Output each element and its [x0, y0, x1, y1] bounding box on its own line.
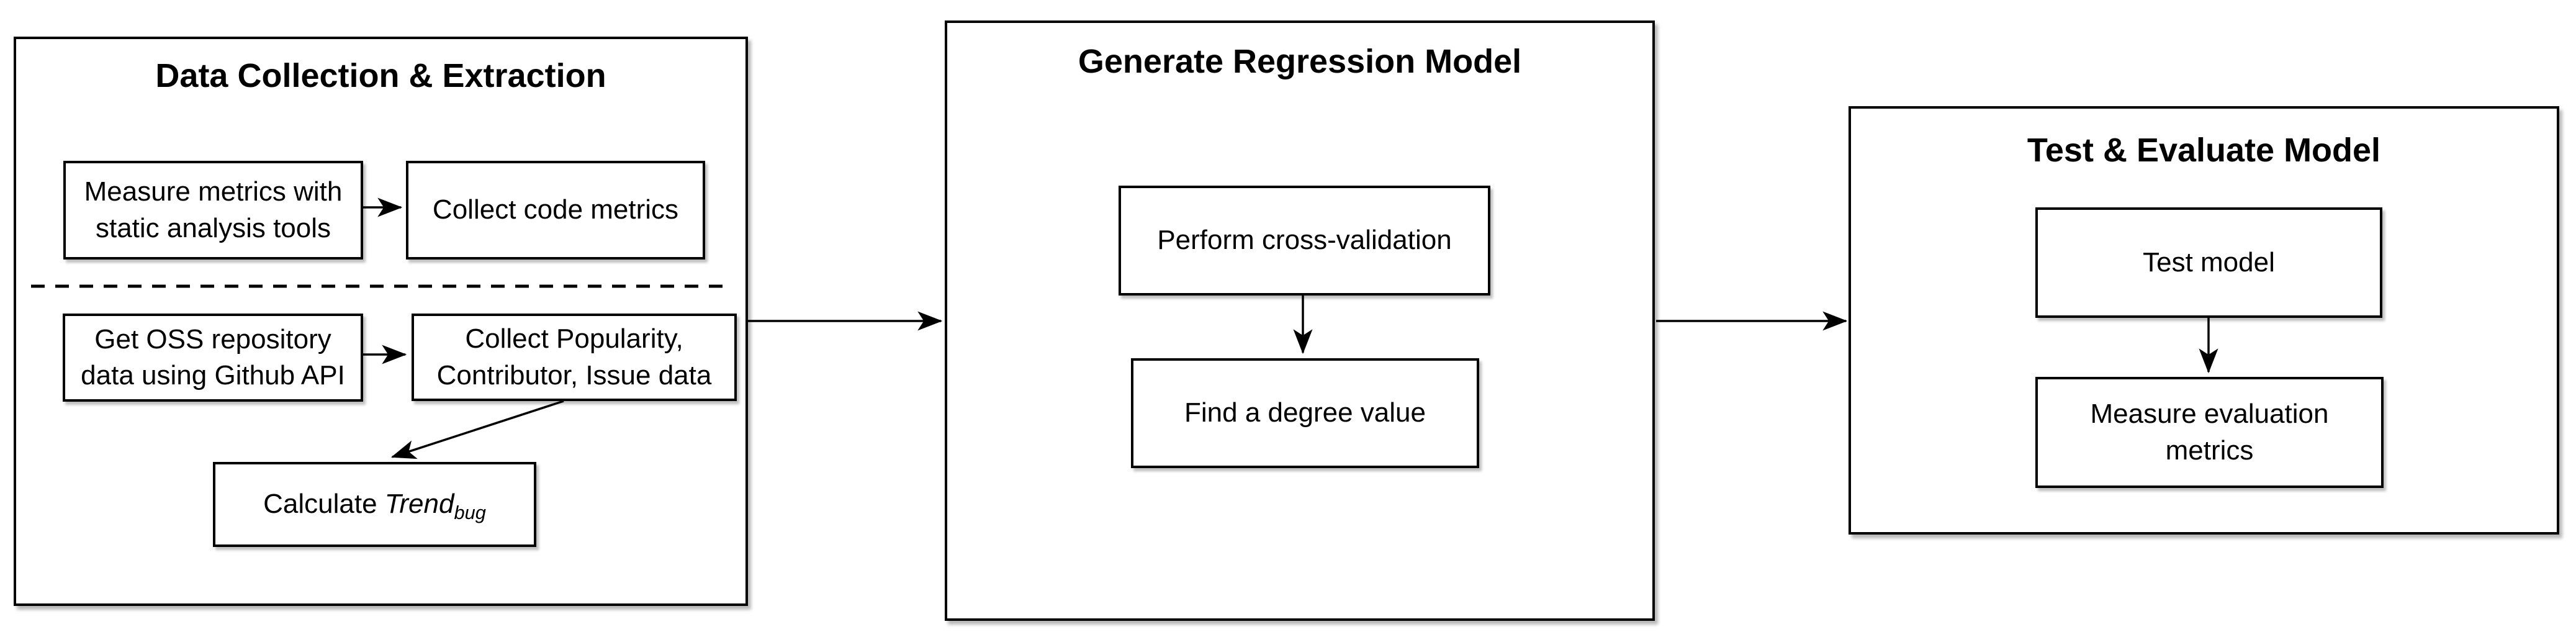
- node-label: Test model: [2143, 246, 2275, 278]
- panel-title-test-evaluate-model: Test & Evaluate Model: [2027, 132, 2381, 169]
- node-find-degree-value: Find a degree value: [1131, 358, 1479, 468]
- label-prefix: Calculate: [263, 489, 385, 520]
- panel-test-evaluate-model: Test & Evaluate Model Test model Measure…: [1849, 106, 2559, 535]
- node-test-model: Test model: [2035, 207, 2382, 318]
- node-label: Perform cross-validation: [1157, 225, 1452, 256]
- label-term-trend: Trend: [384, 489, 454, 520]
- node-label: Measure metrics with static analysis too…: [84, 176, 343, 243]
- node-label: Find a degree value: [1184, 397, 1426, 428]
- node-label: Measure evaluation metrics: [2090, 399, 2329, 466]
- node-calculate-trend-bug: Calculate Trendbug: [213, 462, 536, 547]
- node-label: Collect code metrics: [432, 194, 679, 225]
- node-measure-metrics: Measure metrics with static analysis too…: [63, 161, 363, 260]
- node-collect-code-metrics: Collect code metrics: [406, 161, 705, 260]
- node-label: Get OSS repository data using Github API: [81, 323, 345, 391]
- panel-generate-regression-model: Generate Regression Model Perform cross-…: [945, 20, 1655, 621]
- node-measure-evaluation-metrics: Measure evaluation metrics: [2035, 377, 2384, 488]
- panel-title-generate-regression-model: Generate Regression Model: [1078, 43, 1522, 80]
- label-subscript-bug: bug: [454, 502, 486, 524]
- panel-title-data-collection-extraction: Data Collection & Extraction: [155, 57, 606, 94]
- node-label: Collect Popularity, Contributor, Issue d…: [436, 323, 712, 391]
- node-perform-cross-validation: Perform cross-validation: [1119, 186, 1490, 296]
- node-label: Calculate Trendbug: [263, 486, 486, 522]
- panel-data-collection-extraction: Data Collection & Extraction Measure met…: [14, 37, 748, 606]
- node-collect-popularity-contributor-issue: Collect Popularity, Contributor, Issue d…: [412, 314, 737, 401]
- node-get-oss-repository: Get OSS repository data using Github API: [63, 314, 363, 402]
